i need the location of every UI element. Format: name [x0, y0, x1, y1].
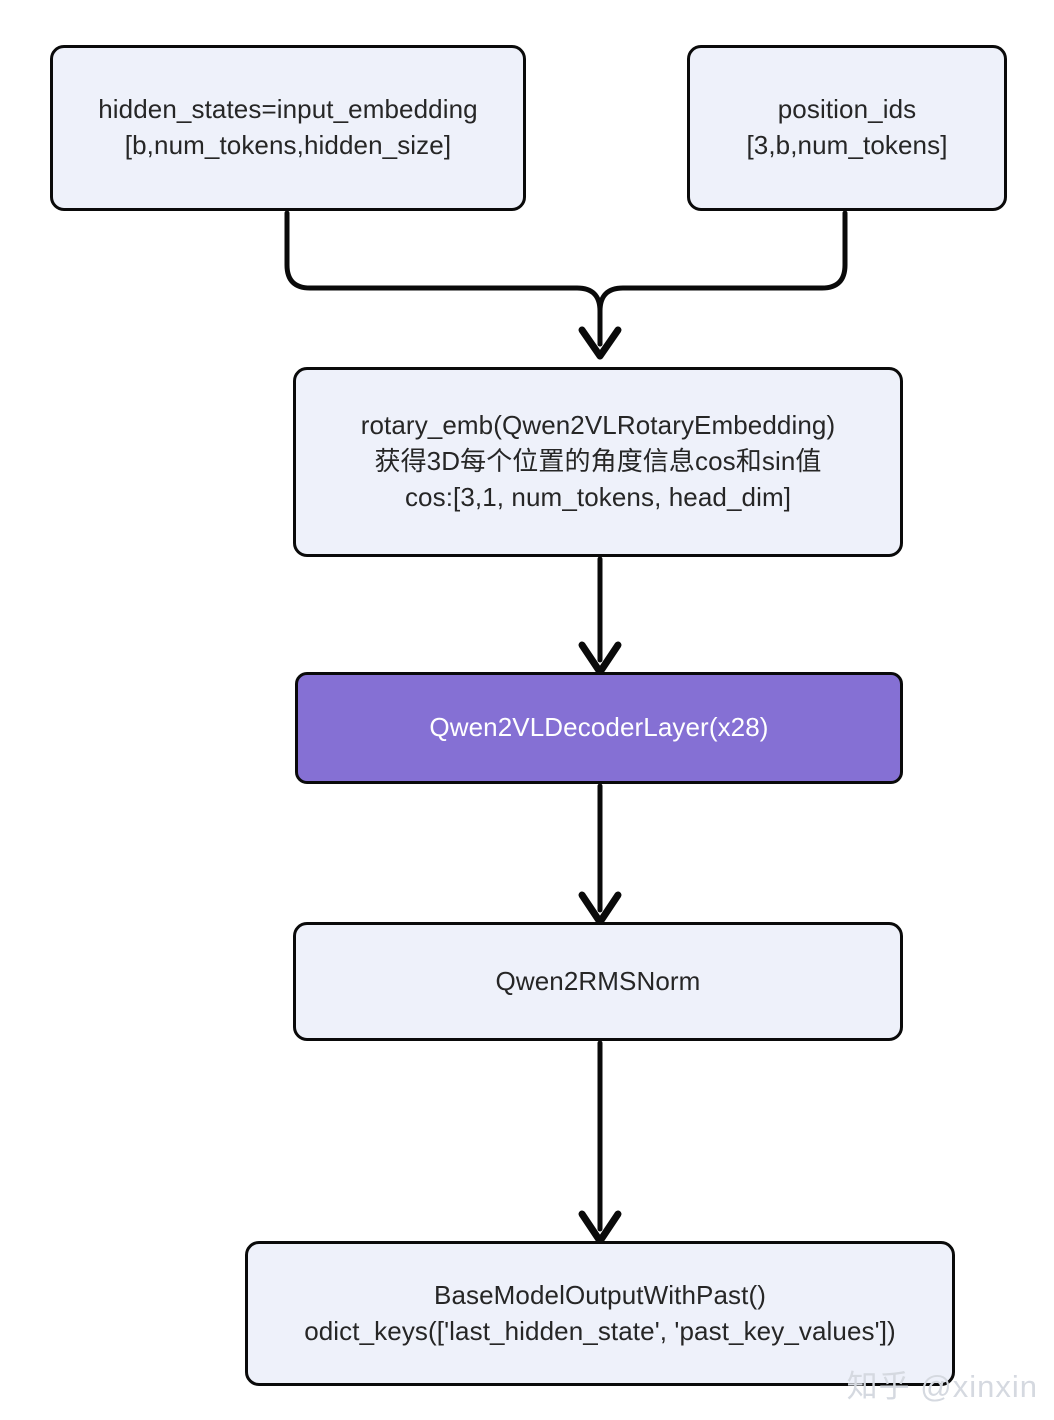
arrowhead-to-rmsnorm [578, 891, 622, 926]
edge-hidden-states-to-rotary-emb [284, 210, 603, 347]
node-rotary-emb[interactable]: rotary_emb(Qwen2VLRotaryEmbedding) 获得3D每… [293, 367, 903, 557]
node-hidden-states[interactable]: hidden_states=input_embedding [b,num_tok… [50, 45, 526, 211]
node-output[interactable]: BaseModelOutputWithPast() odict_keys(['l… [245, 1241, 955, 1386]
arrowhead-to-output [578, 1210, 622, 1245]
node-decoder-layer[interactable]: Qwen2VLDecoderLayer(x28) [295, 672, 903, 784]
arrowhead-to-rotary-emb [578, 326, 622, 360]
watermark: 知乎 @xinxin [846, 1369, 1038, 1404]
node-rmsnorm[interactable]: Qwen2RMSNorm [293, 922, 903, 1041]
edge-position-ids-to-rotary-emb [597, 210, 848, 347]
arrowhead-to-decoder-layer [578, 641, 622, 676]
node-position-ids[interactable]: position_ids [3,b,num_tokens] [687, 45, 1007, 211]
